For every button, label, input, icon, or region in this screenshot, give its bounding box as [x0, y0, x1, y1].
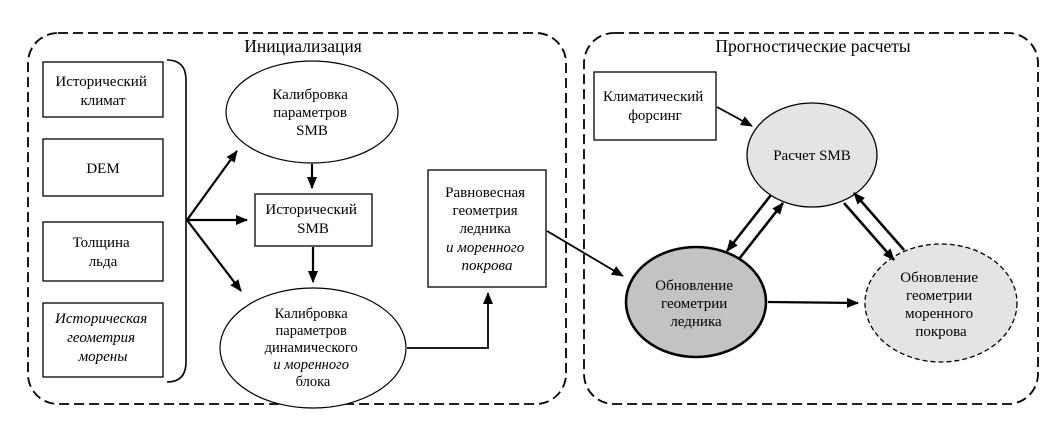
- historical-climate-label: Исторический климат: [55, 74, 150, 109]
- glacier-update-shape: [624, 245, 768, 359]
- historical-climate-box: Исторический климат: [42, 61, 164, 118]
- dynamic-calibration-ellipse: Калибровка параметров динамического и мо…: [219, 287, 407, 409]
- glacier-update-ellipse: Обновление геометрии ледника: [624, 245, 768, 359]
- historical-smb-label: Исторический SMB: [265, 202, 360, 237]
- forecast-section-border: [583, 32, 1039, 405]
- inputs-bracket: [166, 59, 187, 383]
- climate-forcing-label: Климатический форсинг: [603, 89, 707, 124]
- smb-calc-ellipse: Расчет SMB: [746, 102, 878, 208]
- arrow-glacier-update-to-smb-calc: [737, 202, 785, 260]
- arrow-equilibrium-to-glacier-update: [546, 230, 624, 277]
- climate-forcing-box: Климатический форсинг: [593, 71, 717, 141]
- moraine-update-label: Обновление геометрии моренного покрова: [900, 270, 981, 340]
- glacier-update-label: Обновление геометрии ледника: [655, 278, 736, 330]
- moraine-update-ellipse: Обновление геометрии моренного покрова: [864, 243, 1018, 363]
- equilibrium-geometry-box-shape: [427, 169, 547, 288]
- arrow-smb-calc-to-moraine-update: [843, 202, 895, 261]
- historical-smb-box-shape: [254, 193, 373, 247]
- arrow-moraine-update-to-smb-calc: [853, 192, 905, 251]
- arrow-inputs-to-dynamic-calibration: [186, 219, 242, 292]
- arrow-inputs-to-smb-calibration: [186, 150, 238, 221]
- arrow-smb-calc-to-glacier-update: [725, 194, 773, 252]
- arrow-glacier-update-to-moraine-update: [767, 297, 859, 308]
- historical-climate-box-shape: [42, 61, 164, 118]
- dem-box-shape: [42, 138, 164, 197]
- smb-calibration-label: Калибровка параметров SMB: [272, 87, 351, 139]
- historical-moraine-label: Историческая геометрия морены: [54, 311, 151, 365]
- ice-thickness-box-shape: [42, 221, 164, 282]
- forecast-section-title: Прогностические расчеты: [715, 36, 911, 56]
- ice-thickness-box: Толщина льда: [42, 221, 164, 282]
- dynamic-calibration-label: Калибровка параметров динамического и мо…: [265, 306, 362, 390]
- dem-label: DEM: [86, 161, 119, 177]
- smb-calc-label: Расчет SMB: [773, 148, 851, 164]
- historical-moraine-box-shape: [42, 302, 164, 378]
- equilibrium-geometry-label: Равновесная геометрия ледника и моренног…: [445, 185, 529, 274]
- historical-moraine-box: Историческая геометрия морены: [42, 302, 164, 378]
- equilibrium-geometry-box: Равновесная геометрия ледника и моренног…: [427, 169, 547, 288]
- dynamic-calibration-shape: [219, 287, 407, 409]
- climate-forcing-box-shape: [593, 71, 717, 141]
- initialization-section-title: Инициализация: [244, 36, 362, 56]
- arrow-dynamic-calibration-to-equilibrium: [407, 292, 493, 349]
- dem-box: DEM: [42, 138, 164, 197]
- smb-calibration-ellipse: Калибровка параметров SMB: [225, 60, 399, 164]
- historical-smb-box: Исторический SMB: [254, 193, 373, 247]
- moraine-update-shape: [864, 243, 1018, 363]
- arrow-climate-forcing-to-smb-calc: [716, 106, 753, 127]
- smb-calc-shape: [746, 102, 878, 208]
- smb-calibration-shape: [225, 60, 399, 164]
- ice-thickness-label: Толщина льда: [73, 235, 134, 270]
- initialization-section-border: [27, 32, 567, 405]
